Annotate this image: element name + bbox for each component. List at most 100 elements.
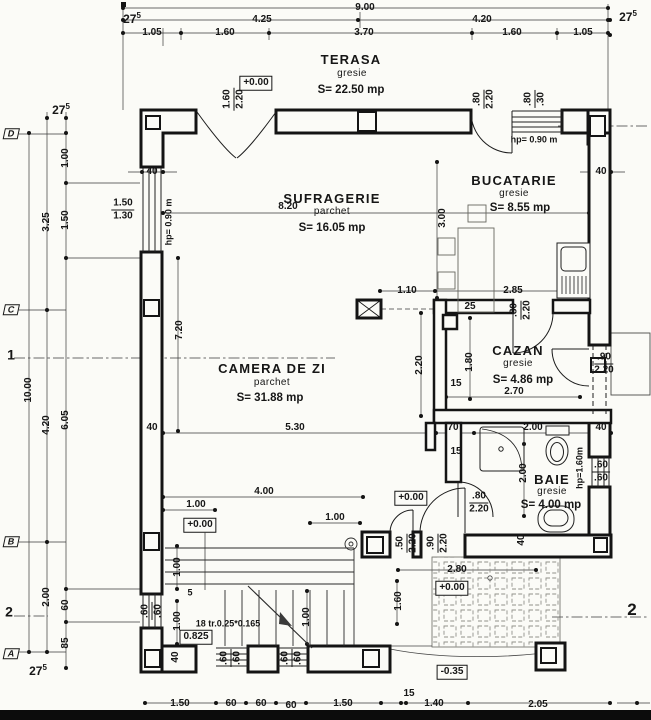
side-stoop bbox=[610, 332, 651, 396]
level-porch: +0.00 bbox=[435, 580, 469, 596]
dim-100: 1.00 bbox=[300, 607, 312, 627]
axis-marker: 275 bbox=[619, 9, 637, 25]
dim-left-m2: 4.20 bbox=[40, 415, 52, 435]
dim-cazan-270: 2.70 bbox=[504, 385, 524, 397]
dim-left-d4: 60 bbox=[59, 599, 71, 611]
dim-top-d5: 1.05 bbox=[573, 26, 593, 38]
dim-bot-7: 1.40 bbox=[424, 697, 444, 709]
dim-70: 70 bbox=[447, 421, 459, 433]
dim-left-d3: 6.05 bbox=[59, 410, 71, 430]
room-cazan-area: S= 4.86 mp bbox=[492, 373, 554, 386]
room-baie-area: S= 4.00 mp bbox=[520, 498, 582, 511]
dim-bot-3: 60 bbox=[255, 697, 267, 709]
grid-bubble-b: B bbox=[2, 536, 20, 548]
dim-cazan-15: 15 bbox=[450, 377, 462, 389]
dim-porch-280: 2.80 bbox=[447, 563, 467, 575]
dim-wall-40: 40 bbox=[595, 421, 607, 433]
dim-sufragerie-w: 8.20 bbox=[278, 200, 298, 212]
stair-step-5: 5 bbox=[187, 587, 193, 598]
dim-bot-8: 2.05 bbox=[528, 698, 548, 710]
axis-marker: 275 bbox=[123, 11, 141, 27]
dim-100: 1.00 bbox=[171, 611, 183, 631]
level-hall: +0.00 bbox=[394, 490, 428, 506]
dim-left-d5: 85 bbox=[59, 637, 71, 649]
dining-table bbox=[437, 204, 495, 313]
room-cazan-name: CAZAN bbox=[492, 343, 544, 359]
note-stairs: 18 tr.0.25*0.165 bbox=[195, 618, 261, 629]
room-baie-name: BAIE bbox=[534, 472, 570, 488]
dim-stair-400: 4.00 bbox=[254, 485, 274, 497]
doors bbox=[196, 111, 607, 534]
interior-walls bbox=[424, 298, 613, 484]
room-bucatarie-area: S= 8.55 mp bbox=[489, 201, 551, 214]
room-terasa-name: TERASA bbox=[320, 52, 382, 68]
dim-baie-w: 2.00 bbox=[523, 421, 543, 433]
porch-tiles bbox=[389, 556, 566, 658]
room-sufragerie-name: SUFRAGERIE bbox=[283, 191, 381, 207]
dim-bot-2: 60 bbox=[225, 697, 237, 709]
level-landing: 0.825 bbox=[179, 629, 213, 645]
dim-cazan-220: 2.20 bbox=[413, 355, 425, 375]
scan-edge-bar bbox=[0, 710, 651, 720]
room-terasa-area: S= 22.50 mp bbox=[317, 83, 385, 96]
dim-left-m1: 3.25 bbox=[40, 212, 52, 232]
dim-wall-40: 40 bbox=[169, 651, 181, 663]
kitchen-sink bbox=[556, 242, 591, 299]
room-camera-finish: parchet bbox=[253, 376, 291, 388]
stairs bbox=[165, 520, 358, 649]
grid-row-2-right: 2 bbox=[627, 600, 637, 620]
bottom-window-size: .60.60 bbox=[279, 649, 304, 667]
left-small-window-size: .60.60 bbox=[139, 602, 164, 620]
level-porch-low: -0.35 bbox=[436, 664, 468, 680]
bucatarie-window-size: .80.30 bbox=[522, 90, 547, 108]
drain-mark bbox=[487, 575, 493, 581]
dim-top-right: 4.20 bbox=[472, 13, 492, 25]
dim-bot-1: 1.50 bbox=[170, 697, 190, 709]
room-baie-finish: gresie bbox=[537, 485, 567, 497]
room-terasa-finish: gresie bbox=[337, 67, 367, 79]
dim-bot-5: 1.50 bbox=[333, 697, 353, 709]
note-left-sill: hp= 0.90 m bbox=[163, 198, 174, 246]
room-cazan-finish: gresie bbox=[503, 357, 533, 369]
dim-wall-40: 40 bbox=[146, 421, 158, 433]
level-stair: +0.00 bbox=[183, 517, 217, 533]
dim-camera-w: 5.30 bbox=[285, 421, 305, 433]
toilet bbox=[545, 425, 570, 466]
central-pier bbox=[355, 298, 383, 320]
dim-camera-h: 7.20 bbox=[173, 320, 185, 340]
shower bbox=[479, 426, 525, 472]
bath-sink bbox=[537, 505, 575, 533]
grid-bubble-a: A bbox=[2, 648, 20, 660]
dim-100: 1.00 bbox=[186, 498, 206, 510]
grid-bubble-d: D bbox=[2, 128, 20, 140]
pier-details bbox=[143, 111, 608, 668]
baie-window-size: .60.60 bbox=[592, 459, 610, 484]
dim-left-d1: 1.00 bbox=[59, 148, 71, 168]
dim-top-left: 4.25 bbox=[252, 13, 272, 25]
axis-marker: 275 bbox=[52, 102, 70, 118]
room-bucatarie-name: BUCATARIE bbox=[471, 173, 557, 189]
dim-cazan-w: 2.85 bbox=[503, 284, 523, 296]
dim-top-d4: 1.60 bbox=[502, 26, 522, 38]
dim-wall-40: 40 bbox=[146, 165, 158, 177]
dim-hol: 1.10 bbox=[397, 284, 417, 296]
room-sufragerie-finish: parchet bbox=[313, 205, 351, 217]
dim-top-overall: 9.00 bbox=[355, 1, 375, 13]
dim-left-m3: 2.00 bbox=[40, 587, 52, 607]
dim-15: 15 bbox=[450, 445, 462, 457]
grid-bubble-c: C bbox=[2, 304, 20, 316]
bottom-window-size: .60.60 bbox=[218, 649, 243, 667]
room-camera-name: CAMERA DE ZI bbox=[218, 361, 326, 377]
dim-top-d1: 1.05 bbox=[142, 26, 162, 38]
axis-marker: 275 bbox=[29, 663, 47, 679]
dim-bucatarie-d: 3.00 bbox=[436, 208, 448, 228]
